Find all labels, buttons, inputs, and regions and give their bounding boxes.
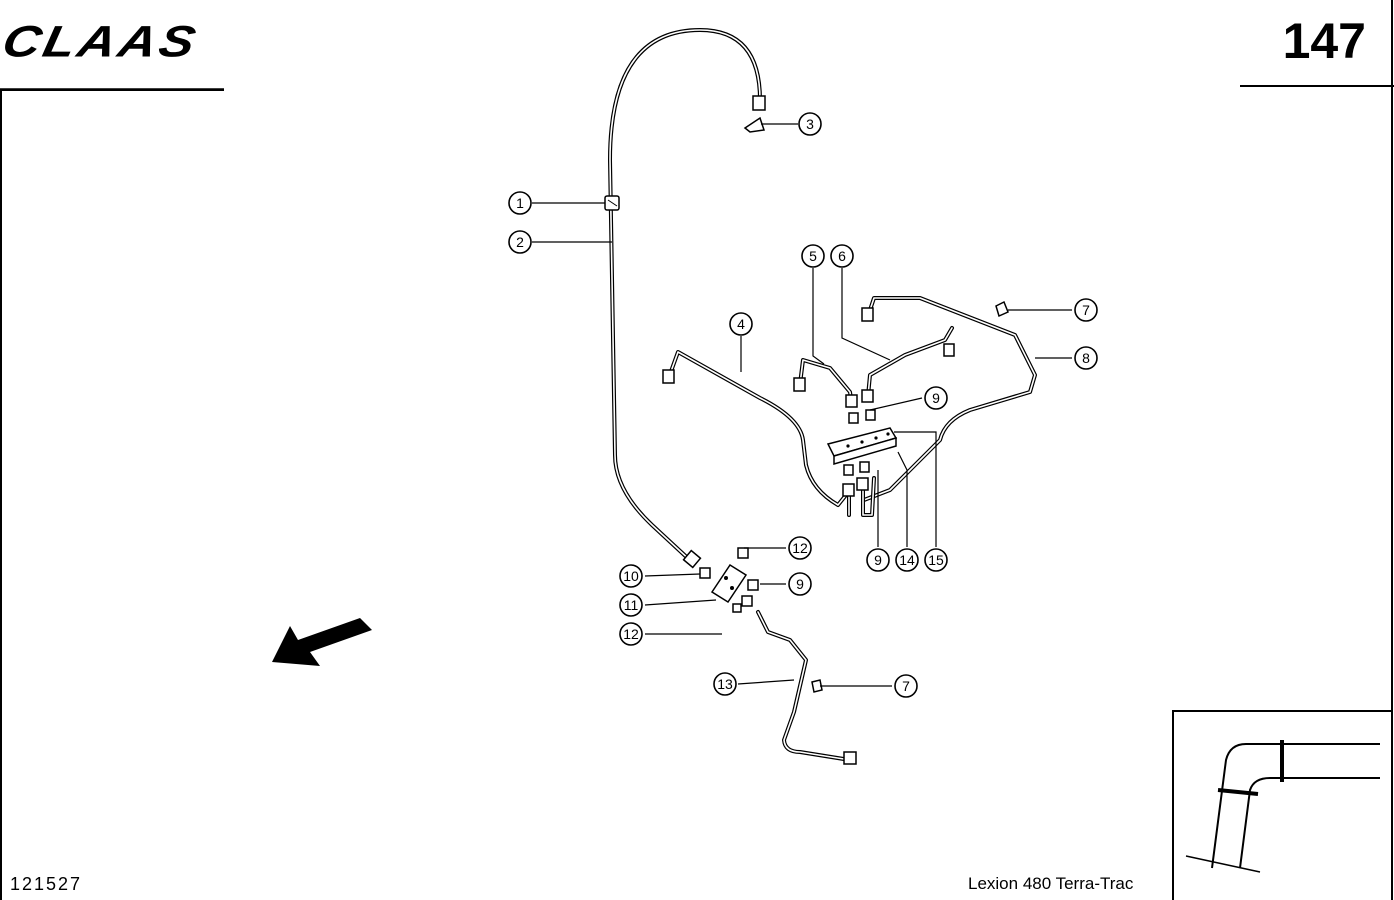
callout-14: 14 — [895, 548, 919, 572]
svg-text:6: 6 — [838, 248, 846, 264]
callout-9-lower: 9 — [866, 548, 890, 572]
clip-7-upper — [995, 300, 1009, 318]
hose-fitting-lower — [682, 549, 702, 569]
svg-text:9: 9 — [796, 576, 804, 592]
pipe-13 — [756, 610, 857, 765]
callout-7-upper: 7 — [1074, 298, 1098, 322]
clip-part — [604, 195, 620, 211]
svg-text:11: 11 — [624, 597, 639, 613]
direction-arrow — [272, 618, 372, 666]
hose-fitting-upper — [752, 95, 766, 111]
callout-15: 15 — [924, 548, 948, 572]
svg-text:13: 13 — [717, 676, 733, 692]
lower-distributor — [699, 547, 759, 613]
svg-text:1: 1 — [516, 195, 524, 211]
clip-7-lower — [811, 679, 823, 693]
fittings-9-upper — [848, 409, 876, 424]
svg-text:15: 15 — [928, 552, 944, 568]
svg-text:2: 2 — [516, 234, 524, 250]
callout-7-lower: 7 — [894, 674, 918, 698]
document-number: 121527 — [10, 874, 83, 894]
leader-lines — [532, 123, 1072, 687]
clamp-part — [743, 116, 765, 133]
pipe-6 — [861, 326, 955, 403]
callout-12-upper: 12 — [788, 536, 812, 560]
callout-9-mid: 9 — [788, 572, 812, 596]
header-rule-left — [0, 89, 224, 91]
callout-11: 11 — [619, 593, 643, 617]
model-name: Lexion 480 Terra-Trac — [968, 874, 1134, 893]
callout-1: 1 — [508, 191, 532, 215]
callout-9-upper: 9 — [924, 386, 948, 410]
fittings-9-lower — [843, 461, 870, 476]
callout-5: 5 — [801, 244, 825, 268]
header-rule-right — [1240, 85, 1394, 87]
svg-text:12: 12 — [792, 540, 808, 556]
callout-10: 10 — [619, 564, 643, 588]
svg-text:8: 8 — [1082, 350, 1090, 366]
svg-text:12: 12 — [623, 626, 639, 642]
svg-text:10: 10 — [623, 568, 639, 584]
callout-6: 6 — [830, 244, 854, 268]
callout-13: 13 — [713, 672, 737, 696]
svg-text:3: 3 — [806, 116, 814, 132]
lower-block-pipes — [842, 476, 876, 517]
location-inset — [1172, 710, 1392, 900]
pipe-4 — [662, 350, 848, 507]
callout-8: 8 — [1074, 346, 1098, 370]
svg-text:7: 7 — [1082, 302, 1090, 318]
distributor-block — [826, 427, 898, 465]
callout-2: 2 — [508, 230, 532, 254]
svg-text:9: 9 — [874, 552, 882, 568]
svg-text:4: 4 — [737, 316, 745, 332]
svg-text:14: 14 — [899, 552, 915, 568]
svg-text:5: 5 — [809, 248, 817, 264]
pipe-5 — [793, 358, 858, 408]
svg-text:7: 7 — [902, 678, 910, 694]
hose-long — [608, 28, 766, 569]
page-number: 147 — [1282, 13, 1366, 69]
pipe-8 — [861, 296, 1037, 502]
svg-text:9: 9 — [932, 390, 940, 406]
callout-3: 3 — [798, 112, 822, 136]
callout-12-lower: 12 — [619, 622, 643, 646]
callout-4: 4 — [729, 312, 753, 336]
